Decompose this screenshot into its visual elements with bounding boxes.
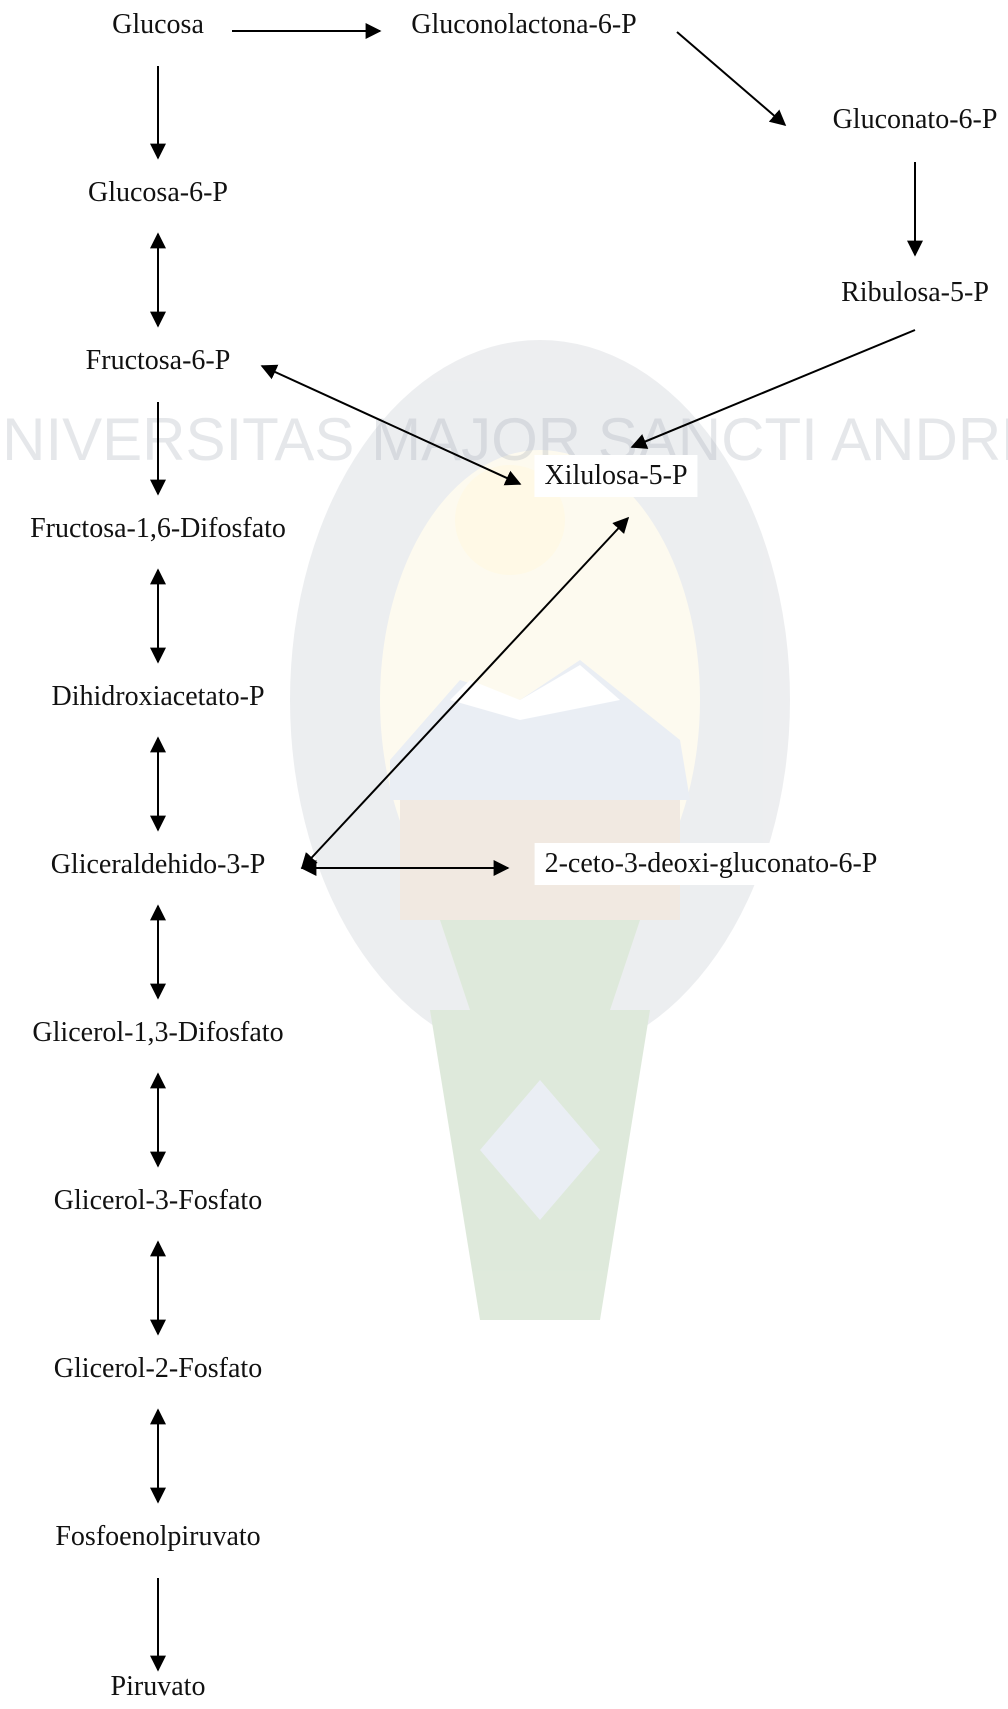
node-glucosa: Glucosa	[112, 9, 204, 40]
node-gluconato: Gluconato-6-P	[832, 104, 998, 135]
node-glucosa6p: Glucosa-6-P	[88, 177, 228, 208]
arrow-gliceraldehido-xilulosa	[300, 516, 630, 870]
node-gluconolactona: Gluconolactona-6-P	[411, 9, 637, 40]
arrow-gluconolactona-gluconato	[676, 31, 787, 127]
node-ribulosa: Ribulosa-5-P	[841, 277, 989, 308]
seal-pendant	[430, 1010, 650, 1320]
arrow-fructosa6p-xilulosa	[260, 364, 522, 486]
node-gliceraldehido: Gliceraldehido-3-P	[50, 849, 266, 880]
node-fructosa16: Fructosa-1,6-Difosfato	[30, 513, 286, 544]
node-xilulosa: Xilulosa-5-P	[534, 455, 698, 497]
node-piruvato: Piruvato	[110, 1671, 206, 1702]
arrow-ribulosa-xilulosa	[630, 329, 916, 449]
node-glicerol13: Glicerol-1,3-Difosfato	[32, 1017, 284, 1048]
node-ceto: 2-ceto-3-deoxi-gluconato-6-P	[534, 843, 888, 885]
node-dihidroxi: Dihidroxiacetato-P	[51, 681, 265, 712]
node-fosfoenol: Fosfoenolpiruvato	[55, 1521, 261, 1552]
node-glicerol2: Glicerol-2-Fosfato	[53, 1353, 263, 1384]
node-fructosa6p: Fructosa-6-P	[85, 345, 231, 376]
seal-ribbon	[440, 920, 640, 1010]
node-glicerol3: Glicerol-3-Fosfato	[53, 1185, 263, 1216]
seal-cross	[480, 1080, 600, 1220]
